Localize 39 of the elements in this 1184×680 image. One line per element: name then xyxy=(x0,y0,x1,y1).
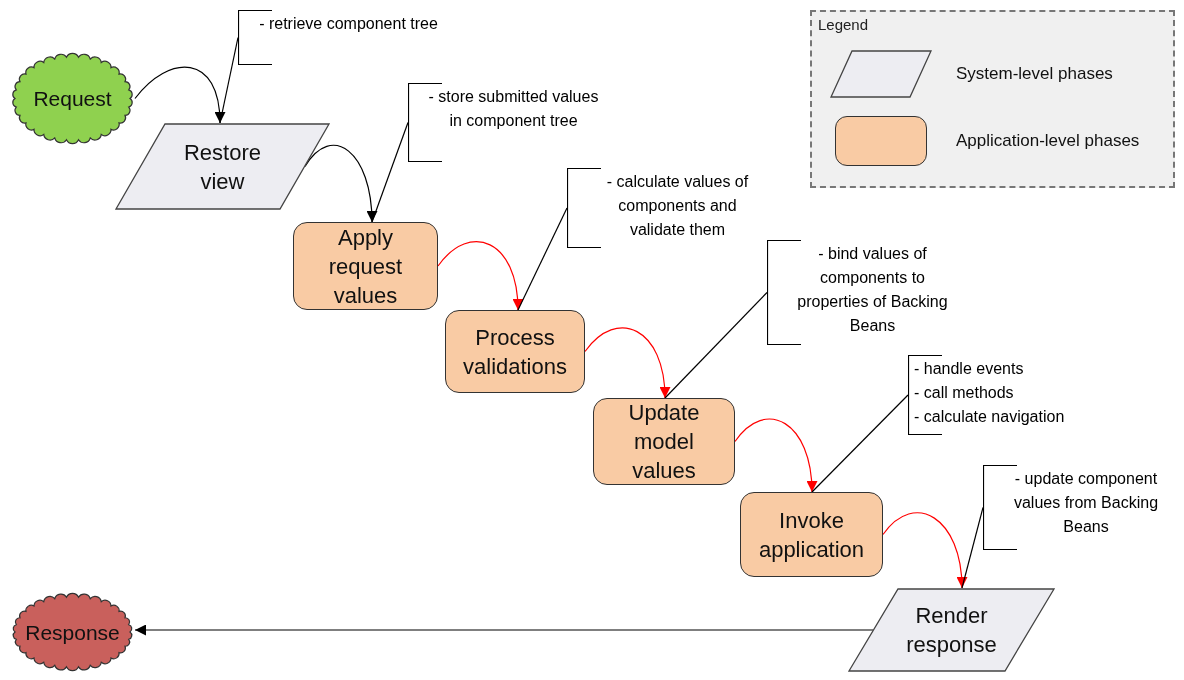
cloud-shape xyxy=(10,52,135,145)
legend-title: Legend xyxy=(818,15,869,35)
leader-line xyxy=(664,291,768,399)
parallelogram-box xyxy=(115,123,330,210)
node-label: Invoke application xyxy=(757,506,866,564)
arrow xyxy=(437,241,523,311)
cloud-shape xyxy=(10,592,135,672)
process-box xyxy=(445,310,585,393)
legend-label: Application-level phases xyxy=(956,130,1140,153)
arrow xyxy=(734,418,817,493)
node-label: Request xyxy=(32,86,113,112)
note-text: - calculate navigation xyxy=(914,407,1065,427)
note-text: - store submitted values in component tree xyxy=(428,87,599,131)
leader-line xyxy=(517,207,568,311)
node-label: Apply request values xyxy=(327,223,404,310)
parallelogram-box xyxy=(848,588,1055,672)
arrow xyxy=(304,144,377,223)
process-box xyxy=(740,492,883,577)
note-text: - retrieve component tree xyxy=(259,14,438,34)
legend-label: System-level phases xyxy=(956,63,1113,86)
leader-line xyxy=(811,394,909,493)
note-text: - handle events xyxy=(914,359,1024,379)
node-label: Restore view xyxy=(182,138,262,196)
leader-line xyxy=(961,506,984,589)
note-text: - call methods xyxy=(914,383,1014,403)
process-box xyxy=(593,398,735,485)
node-label: Update model values xyxy=(627,399,701,485)
leader-line xyxy=(371,121,409,223)
arrow xyxy=(134,66,225,124)
note-text: - update component values from Backing Beans xyxy=(1012,469,1160,537)
node-label: Process validations xyxy=(462,323,568,381)
leader-line xyxy=(219,36,239,124)
node-label: Render response xyxy=(905,602,998,659)
arrow xyxy=(882,512,967,589)
note-text: - calculate values of components and validate them xyxy=(605,172,750,240)
node-label: Response xyxy=(24,619,121,646)
arrow xyxy=(584,327,670,399)
process-box xyxy=(293,222,438,310)
note-text: - bind values of components to properties of Backing Beans xyxy=(796,244,949,336)
